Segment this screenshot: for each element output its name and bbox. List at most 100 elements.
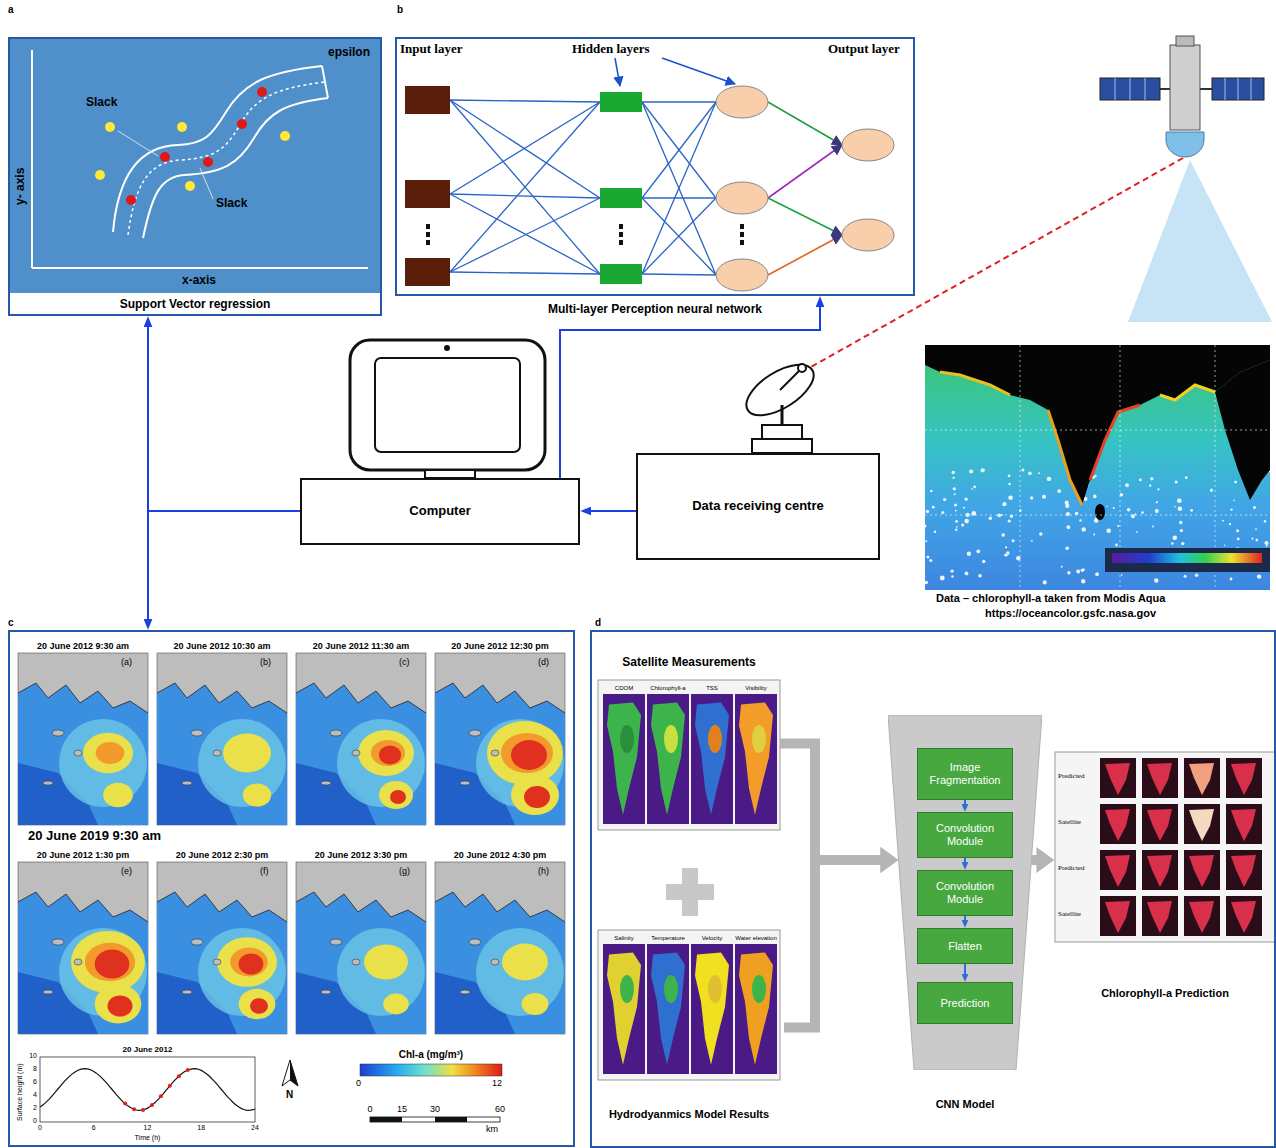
cloud-speck (1106, 528, 1111, 533)
map-tile (157, 653, 287, 825)
chl-patch (501, 733, 553, 773)
map-ground (647, 944, 689, 1074)
computer-box: Computer (300, 478, 580, 545)
tick-label: 6 (84, 1124, 104, 1132)
chl-patch (96, 742, 125, 764)
cloud-speck (929, 559, 932, 562)
island (43, 781, 53, 785)
cloud-speck (1006, 551, 1010, 555)
cloud-speck (1195, 574, 1198, 577)
source-url: https://oceancolor.gsfc.nasa.gov (985, 607, 1156, 620)
ellipsis-dot (426, 232, 430, 237)
cloud-speck (1171, 542, 1173, 544)
water (157, 892, 287, 1034)
tick-label: 0 (30, 1124, 50, 1132)
cloud-speck (1136, 531, 1138, 533)
cloud-speck (1230, 578, 1233, 581)
cloud-speck (932, 506, 935, 509)
connector (780, 744, 881, 861)
model-map (603, 944, 645, 1074)
prediction-region (1105, 901, 1130, 933)
computer-illustration (350, 340, 545, 478)
prediction-map (1142, 758, 1178, 798)
connector (964, 916, 966, 920)
satellite-map (647, 694, 689, 824)
map-time: 20 June 2012 12:30 pm (435, 641, 565, 651)
cloud-speck (951, 575, 953, 577)
chl-patch (95, 985, 142, 1024)
cloud-speck (1190, 509, 1193, 512)
network-link (642, 198, 716, 274)
satellite (1166, 132, 1204, 157)
map-tile (18, 653, 148, 825)
network-link (768, 102, 842, 145)
satellite (1115, 78, 1116, 100)
cloud-speck (1004, 554, 1007, 557)
prediction-region (1147, 809, 1172, 841)
process-box: Convolution Module (917, 812, 1013, 858)
chl-patch (476, 928, 564, 1016)
cloud-speck (976, 549, 980, 553)
ellipsis-dot (426, 224, 430, 229)
cloud-speck (1173, 535, 1178, 540)
cloud-speck (1178, 507, 1183, 512)
chl-patch (85, 943, 135, 982)
row-label: Predicted (1058, 864, 1084, 872)
cloud-speck (1012, 539, 1015, 542)
cloud-speck (969, 470, 973, 474)
dish-illustration (798, 364, 806, 372)
chl-patch (364, 944, 408, 979)
cloud-speck (943, 498, 946, 501)
coastline (296, 892, 426, 922)
cloud-speck (1095, 519, 1098, 522)
cloud-speck (971, 488, 973, 490)
panel-letter: a (8, 4, 14, 16)
time-marker (186, 1068, 190, 1072)
chl-patch (522, 993, 549, 1015)
map-region (752, 725, 766, 753)
prediction-map (1100, 850, 1136, 890)
cloud-speck (1177, 498, 1182, 503)
cloud-speck (1076, 570, 1080, 574)
cloud-speck (926, 510, 929, 513)
cloud-speck (1157, 488, 1159, 490)
svr-plot (203, 157, 213, 167)
cloud-speck (1121, 574, 1123, 576)
prediction-region (1105, 809, 1130, 841)
panel-letter: c (8, 617, 14, 629)
connector (591, 510, 636, 512)
cloud-speck (1224, 545, 1226, 547)
cloud-speck (953, 477, 955, 479)
map-region (752, 975, 766, 1003)
tick-label: 18 (191, 1124, 211, 1132)
tide-chart (40, 1057, 255, 1122)
chl-patch (103, 783, 133, 807)
prediction-map (1184, 896, 1220, 936)
cloud-speck (1229, 523, 1231, 525)
cloud-speck (1155, 509, 1159, 513)
map-ground (647, 694, 689, 824)
chl-patch (223, 734, 271, 773)
cloud-speck (941, 511, 944, 514)
cloud-speck (1005, 546, 1007, 548)
cloud-speck (1125, 483, 1129, 487)
satellite (1200, 88, 1212, 90)
cloud-speck (1061, 566, 1063, 568)
cloud-speck (1156, 501, 1158, 503)
tide-chart (40, 1057, 255, 1122)
prediction-region (1147, 855, 1172, 887)
cloud-speck (1065, 547, 1069, 551)
ellipsis-dot (740, 240, 744, 245)
svr-plot (31, 50, 33, 268)
cloud-speck (1255, 528, 1257, 530)
svr-plot (160, 152, 170, 162)
layer-label: Input layer (400, 42, 462, 57)
thumb-title: TSS (685, 685, 739, 692)
cloud-speck (961, 524, 964, 527)
map-time: 20 June 2012 1:30 pm (18, 850, 148, 860)
island (52, 730, 64, 736)
chl-patch (524, 786, 550, 808)
map-tag: (a) (121, 657, 132, 667)
coastline (296, 683, 426, 713)
